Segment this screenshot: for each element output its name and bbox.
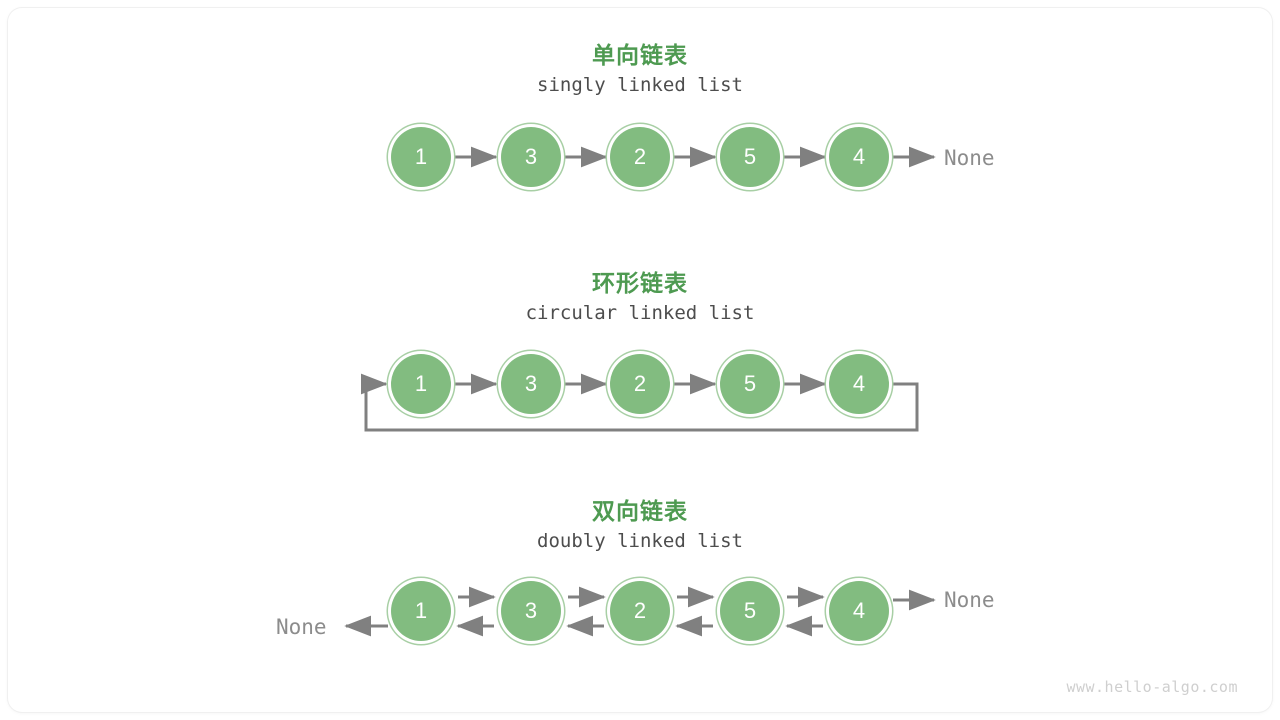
singly-title: 单向链表 [592,42,688,68]
singly-node-2[interactable]: 2 [610,127,670,187]
doubly-edges [344,586,936,637]
doubly-subtitle: doubly linked list [537,530,743,552]
singly-tail-none-label: None [944,146,995,170]
circular-node-2[interactable]: 2 [610,354,670,414]
singly-node-3[interactable]: 5 [720,127,780,187]
circular-node-3[interactable]: 5 [720,354,780,414]
singly-node-4[interactable]: 4 [829,127,889,187]
circular-edges [360,373,919,432]
circular-title: 环形链表 [592,270,688,296]
singly-node-1[interactable]: 3 [501,127,561,187]
doubly-tail-none-label: None [944,588,995,612]
doubly-head-none-label: None [276,615,327,639]
doubly-node-3[interactable]: 5 [720,581,780,641]
doubly-node-2[interactable]: 2 [610,581,670,641]
watermark: www.hello-algo.com [1066,678,1238,696]
doubly-node-4[interactable]: 4 [829,581,889,641]
singly-node-0[interactable]: 1 [391,127,451,187]
doubly-title: 双向链表 [592,498,688,524]
doubly-node-1[interactable]: 3 [501,581,561,641]
circular-node-4[interactable]: 4 [829,354,889,414]
circular-node-0[interactable]: 1 [391,354,451,414]
doubly-node-0[interactable]: 1 [391,581,451,641]
circular-node-1[interactable]: 3 [501,354,561,414]
circular-subtitle: circular linked list [525,302,755,324]
singly-subtitle: singly linked list [537,74,743,96]
